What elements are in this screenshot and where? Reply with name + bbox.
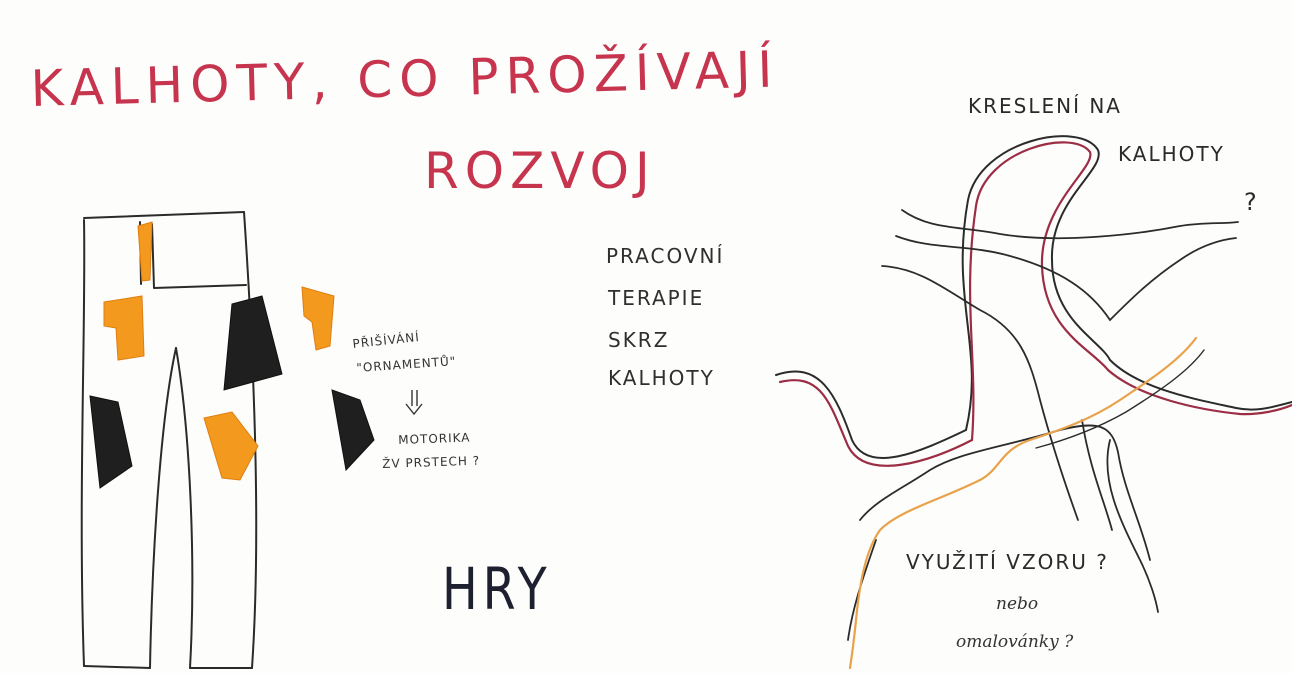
page-title-line2: ROZVOJ — [424, 146, 656, 196]
drawing-note-line1: KRESLENÍ NA — [968, 96, 1122, 116]
pattern-note-line1: VYUŽITÍ VZORU ? — [906, 552, 1109, 572]
arrow-down-icon — [406, 390, 422, 414]
games-label: HRY — [442, 560, 552, 618]
therapy-line4: KALHOTY — [608, 368, 715, 388]
motor-skills-note-line1: MOTORIKA — [398, 431, 471, 446]
drawing-question-mark: ? — [1244, 190, 1259, 214]
therapy-line1: PRACOVNÍ — [606, 246, 724, 266]
drawing-note-line2: KALHOTY — [1118, 144, 1225, 164]
pattern-note-line2: nebo — [996, 596, 1038, 613]
line-pattern-sketch — [776, 136, 1292, 668]
therapy-line2: TERAPIE — [608, 288, 704, 308]
motor-skills-note-line2: ŽV PRSTECH ? — [382, 455, 480, 470]
pattern-note-line3: omalovánky ? — [956, 634, 1073, 651]
therapy-line3: SKRZ — [608, 330, 669, 350]
orange-patches — [104, 222, 334, 480]
